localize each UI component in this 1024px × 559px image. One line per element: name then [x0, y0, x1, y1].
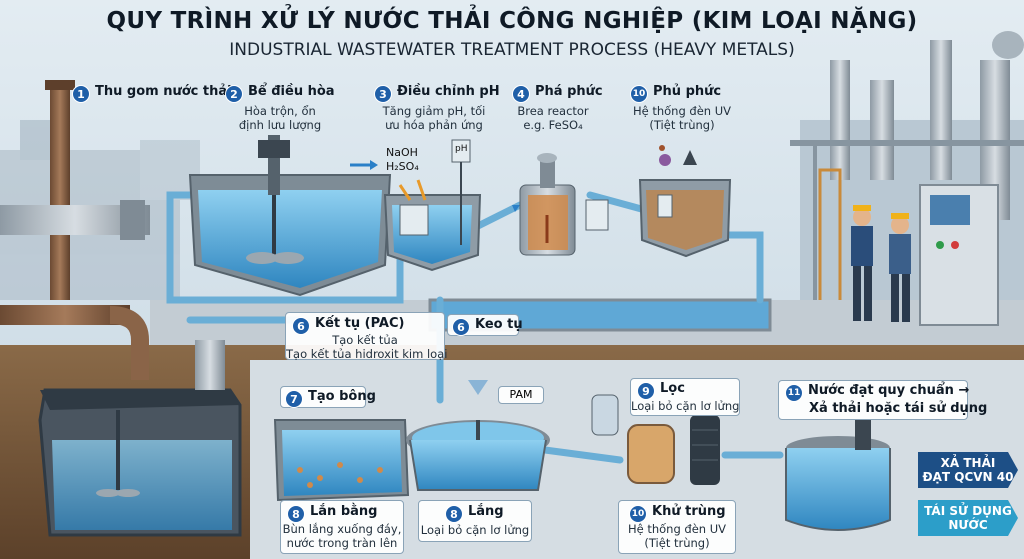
desc-line: Tạo kết tủa hidroxit kim loại: [286, 347, 448, 362]
desc-line: Hệ thống đèn UV: [632, 104, 732, 118]
step-compliant-water-box: 11 Nước đạt quy chuẩn → Xả thải hoặc tái…: [778, 380, 987, 420]
step-label: Bể điều hòa: [248, 84, 335, 99]
step-number-badge: 6: [292, 317, 310, 335]
clarifier: [406, 380, 550, 491]
reuse-line2: NƯỚC: [948, 518, 988, 532]
collection-pipe: [0, 80, 150, 380]
step-number-badge: 10: [629, 505, 647, 523]
step-number-badge: 7: [285, 390, 303, 408]
step-number-badge: 8: [445, 505, 463, 523]
discharge-line2: ĐẠT QCVN 40: [922, 470, 1014, 484]
final-tank: [785, 420, 891, 531]
step-flocculant-box: 6 Keo tụ: [447, 314, 523, 336]
desc-line: Bùn lắng xuống đáy,: [282, 522, 402, 536]
step-lamella-box: 8 Lắn bằng Bùn lắng xuống đáy, nước tron…: [280, 500, 404, 554]
step-number-badge: 1: [72, 85, 90, 103]
step-lamella-desc: Bùn lắng xuống đáy, nước trong tràn lên: [281, 522, 403, 551]
step-number-badge: 2: [225, 85, 243, 103]
ph-meter-label: pH: [455, 144, 468, 154]
step-equalization-desc: Hòa trộn, ổn định lưu lượng: [235, 104, 325, 133]
discharge-output: XẢ THẢI ĐẠT QCVN 40: [918, 452, 1018, 488]
step-disinfection-box: 10 Khử trùng Hệ thống đèn UV (Tiệt trùng…: [618, 500, 736, 554]
step-collection: 1 Thu gom nước thải: [72, 84, 232, 103]
ph-tank: [383, 139, 482, 272]
desc-line: Hệ thống đèn UV: [627, 522, 727, 536]
step-compliant-water: 11 Nước đạt quy chuẩn →: [785, 383, 969, 402]
step-equalization: 2 Bể điều hòa: [225, 84, 335, 103]
desc-line: e.g. FeSO₄: [523, 118, 583, 133]
reuse-line1: TÁI SỬ DỤNG: [924, 503, 1012, 518]
step-label: Nước đạt quy chuẩn →: [808, 383, 970, 398]
step-number-badge: 8: [287, 505, 305, 523]
pam-dosing-label: PAM: [498, 386, 544, 404]
operators: [851, 184, 999, 326]
step-decomplexation-desc: Brea reactor e.g. FeSO₄: [510, 104, 596, 133]
desc-line: Tạo kết tủa: [332, 333, 398, 347]
step-settling-desc: Loại bỏ cặn lơ lửng: [420, 523, 530, 537]
step-number-badge: 3: [374, 85, 392, 103]
step-filtration-box: 9 Lọc Loại bỏ cặn lơ lửng: [630, 378, 740, 416]
step-ph-desc: Tăng giảm pH, tối ưu hóa phản ứng: [372, 104, 496, 133]
flocculation-tank: [273, 419, 410, 502]
desc-line: định lưu lượng: [238, 118, 322, 133]
equalization-tank: [188, 135, 392, 297]
desc-line: Brea reactor: [517, 104, 589, 118]
discharge-line1: XẢ THẢI: [940, 455, 996, 470]
step-number-badge: 9: [637, 382, 655, 400]
filters: [591, 394, 720, 485]
step-settling-box: 8 Lắng Loại bỏ cặn lơ lửng: [418, 500, 532, 542]
desc-line: Tăng giảm pH, tối: [382, 104, 486, 118]
step-label: Keo tụ: [475, 317, 523, 332]
step-label: Phá phức: [535, 84, 603, 99]
step-number-badge: 6: [452, 318, 470, 336]
page-subtitle: INDUSTRIAL WASTEWATER TREATMENT PROCESS …: [229, 40, 795, 60]
step-label: Tạo bông: [308, 389, 376, 404]
step-disinfection-desc: Hệ thống đèn UV (Tiệt trùng): [619, 522, 735, 551]
h2so4-label: H₂SO₄: [386, 160, 419, 173]
step-coagulation: 6 Kết tụ (PAC): [292, 316, 404, 335]
desc-line: (Tiệt trùng): [649, 118, 715, 133]
page-title: QUY TRÌNH XỬ LÝ NƯỚC THẢI CÔNG NGHIỆP (K…: [106, 8, 918, 34]
step-coagulation-desc: Tạo kết tủa Tạo kết tủa hidroxit kim loạ…: [286, 333, 448, 362]
desc-line: ưu hóa phản ứng: [385, 118, 483, 133]
step-number-badge: 10: [630, 85, 648, 103]
step-settling: 8 Lắng: [445, 504, 504, 523]
step-flocculant: 6 Keo tụ: [452, 317, 523, 336]
naoh-label: NaOH: [386, 146, 418, 159]
step-label-line2: Xả thải hoặc tái sử dụng: [809, 401, 988, 416]
step-lamella: 8 Lắn bằng: [287, 504, 377, 523]
step-label: Khử trùng: [652, 504, 726, 519]
step-complexation-desc: Hệ thống đèn UV (Tiệt trùng): [632, 104, 732, 133]
desc-line: nước trong tràn lên: [286, 536, 398, 551]
reactor: [519, 153, 609, 256]
step-label: Thu gom nước thải: [95, 84, 232, 99]
step-filtration-desc: Loại bỏ cặn lơ lửng: [631, 399, 740, 413]
step-label: Phủ phức: [653, 84, 722, 99]
collection-sump: [38, 340, 242, 537]
desc-line: Hòa trộn, ổn: [244, 104, 316, 118]
step-ph-adjustment: 3 Điều chỉnh pH: [374, 84, 500, 103]
step-number-badge: 11: [785, 384, 803, 402]
step-complexation: 10 Phủ phức: [630, 84, 721, 103]
step-label: Lắn bằng: [310, 504, 378, 519]
step-disinfection: 10 Khử trùng: [629, 504, 726, 523]
step-number-badge: 4: [512, 85, 530, 103]
reuse-output: TÁI SỬ DỤNG NƯỚC: [918, 500, 1018, 536]
step-floc-forming: 7 Tạo bông: [285, 389, 376, 408]
desc-line: (Tiệt trùng): [644, 536, 710, 551]
step-floc-forming-box: 7 Tạo bông: [280, 386, 376, 408]
complexation-tank: [638, 145, 732, 258]
step-label: Kết tụ (PAC): [315, 316, 405, 331]
step-decomplexation: 4 Phá phức: [512, 84, 603, 103]
step-label: Lọc: [660, 381, 685, 396]
step-filtration: 9 Lọc: [637, 381, 685, 400]
step-coagulation-box: 6 Kết tụ (PAC) Tạo kết tủa Tạo kết tủa h…: [285, 312, 448, 362]
step-label: Điều chỉnh pH: [397, 84, 500, 99]
step-label: Lắng: [468, 504, 504, 519]
